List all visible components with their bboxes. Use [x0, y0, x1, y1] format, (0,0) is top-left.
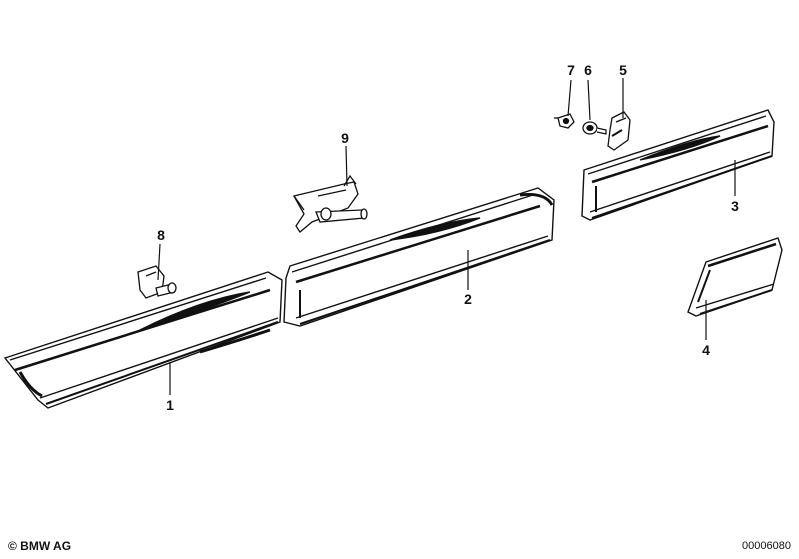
callout-8: 8: [157, 227, 165, 243]
part-4-fender-moulding[interactable]: [687, 237, 783, 317]
part-2-rear-door-moulding[interactable]: [283, 187, 555, 327]
callout-2: 2: [464, 291, 472, 307]
part-7-nut[interactable]: [554, 113, 575, 129]
part-6-grommet[interactable]: [582, 121, 607, 135]
callout-4: 4: [702, 342, 710, 358]
callout-5: 5: [619, 62, 627, 78]
leader-lines: [157, 78, 736, 395]
callout-1: 1: [166, 397, 174, 413]
leader-9: [345, 145, 348, 187]
leader-8: [157, 243, 161, 281]
part-8-clip-nut[interactable]: [137, 265, 177, 299]
callout-9: 9: [341, 130, 349, 146]
callout-7: 7: [567, 62, 575, 78]
part-1-front-door-moulding[interactable]: [3, 271, 283, 409]
part-3-rear-quarter-moulding[interactable]: [581, 109, 775, 221]
callout-6: 6: [584, 62, 592, 78]
leader-6: [587, 79, 591, 121]
part-5-clip[interactable]: [607, 111, 631, 151]
diagram-number: 00006080: [742, 540, 791, 552]
leader-7: [567, 79, 572, 117]
part-9-retainer[interactable]: [293, 174, 368, 233]
copyright-label: © BMW AG: [8, 539, 72, 553]
callout-3: 3: [731, 198, 739, 214]
